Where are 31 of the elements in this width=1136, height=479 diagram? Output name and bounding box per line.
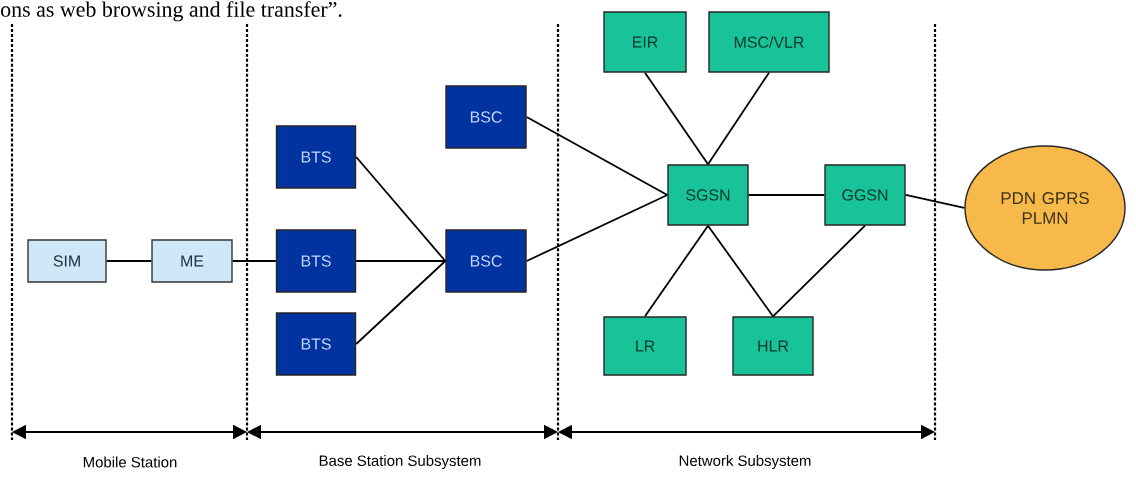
connector-line: [644, 71, 709, 166]
station-box: BTS: [275, 125, 357, 189]
region-label: Base Station Subsystem: [319, 455, 481, 469]
equipment-box: SIM: [27, 239, 107, 283]
connector-line: [707, 71, 770, 166]
network-box: GGSN: [824, 164, 906, 226]
equipment-box: ME: [151, 239, 233, 283]
region-label: Network Subsystem: [679, 455, 811, 469]
connector-line: [355, 260, 447, 345]
text-line: ons as web browsing and file transfer”.: [1, 1, 342, 22]
region-label: Mobile Station: [83, 456, 177, 468]
connector-line: [105, 260, 153, 262]
connector-line: [355, 156, 447, 262]
network-box: MSC/VLR: [708, 11, 830, 73]
network-box: LR: [603, 316, 687, 376]
network-box: EIR: [603, 11, 687, 73]
connector-line: [355, 260, 447, 262]
station-box: BSC: [445, 85, 527, 149]
connector-line: [525, 116, 669, 196]
station-box: BSC: [445, 229, 527, 293]
connector-line: [707, 224, 774, 318]
network-box: SGSN: [667, 164, 749, 226]
connector-line: [772, 224, 866, 318]
network-box: HLR: [732, 316, 814, 376]
connector-line: [231, 260, 277, 262]
connector-line: [525, 194, 669, 262]
station-box: BTS: [275, 229, 357, 293]
station-box: BTS: [275, 312, 357, 376]
connector-line: [904, 194, 966, 209]
connector-line: [747, 194, 826, 196]
connector-line: [644, 224, 709, 318]
